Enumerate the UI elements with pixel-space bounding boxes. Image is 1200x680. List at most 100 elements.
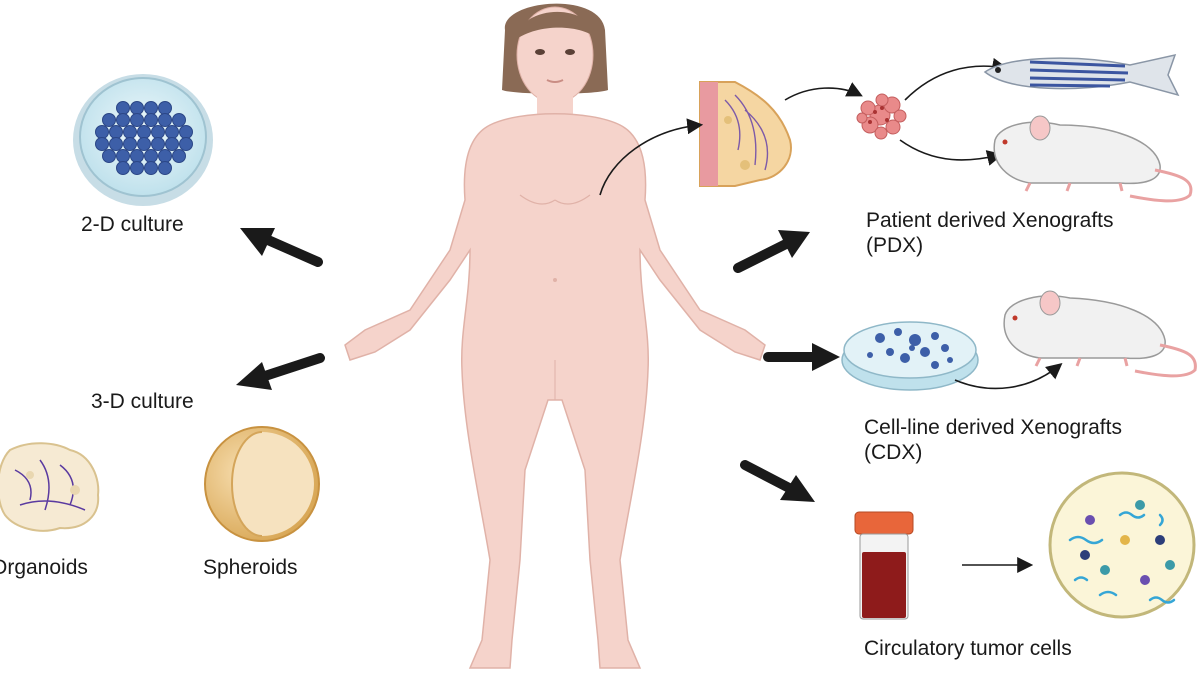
cell [130, 149, 144, 163]
cell [1155, 535, 1165, 545]
cell [1085, 515, 1095, 525]
label-organoids: Organoids [0, 556, 88, 579]
cell [179, 125, 193, 139]
cell [116, 149, 130, 163]
cell [893, 109, 907, 123]
blood-tube-icon [854, 511, 914, 620]
cell [151, 125, 165, 139]
label-spheroids: Spheroids [203, 556, 298, 579]
cell [931, 361, 939, 369]
label-cdx-line1: Cell-line derived Xenografts [864, 416, 1122, 439]
cell [885, 119, 901, 135]
cell [1080, 550, 1090, 560]
cell [172, 149, 186, 163]
cell [1120, 535, 1130, 545]
cell [172, 113, 186, 127]
cell-cluster-2d [95, 101, 193, 175]
cell [886, 348, 894, 356]
ctc-strand [1073, 576, 1089, 582]
arrow-to-3d [236, 353, 325, 390]
cell [880, 106, 884, 110]
cell [144, 113, 158, 127]
cell [137, 125, 151, 139]
cell [909, 334, 921, 346]
cell [920, 347, 930, 357]
cell [116, 161, 130, 175]
cell [947, 357, 953, 363]
ctc-strand [1158, 513, 1164, 527]
cell [95, 137, 109, 151]
cell [941, 344, 949, 352]
cell [856, 112, 868, 124]
cell [1100, 565, 1110, 575]
zebrafish-icon [983, 53, 1180, 97]
arrow-to-pdx [733, 230, 810, 273]
cell [109, 125, 123, 139]
ctc-strand [1068, 535, 1104, 545]
cell [137, 137, 151, 151]
cell [123, 137, 137, 151]
cell [102, 113, 116, 127]
cell [1165, 560, 1175, 570]
cell [873, 110, 877, 114]
cell [144, 161, 158, 175]
arrow-to-ctc [740, 460, 815, 502]
arrow-to-2d [240, 228, 323, 267]
arrow-to-cdx [763, 343, 840, 371]
cell [868, 120, 872, 124]
label-3d-culture: 3-D culture [91, 390, 194, 413]
cell [179, 137, 193, 151]
cell [158, 161, 172, 175]
cell [931, 332, 939, 340]
organoid-icon [0, 442, 100, 532]
label-2d-culture: 2-D culture [81, 213, 184, 236]
label-cdx: Cell-line derived Xenografts (CDX) [864, 415, 1122, 465]
cell [860, 100, 876, 116]
cell [102, 149, 116, 163]
arrow-tissue-to-tumor [784, 82, 863, 101]
human-figure [344, 3, 766, 669]
breast-tissue-icon [699, 81, 792, 187]
cell [95, 125, 109, 139]
mouse-icon [1003, 290, 1197, 378]
label-ctc: Circulatory tumor cells [864, 637, 1072, 660]
cell [158, 149, 172, 163]
cell-dish-icon [841, 321, 979, 391]
cell [158, 113, 172, 127]
cell [123, 125, 137, 139]
label-pdx: Patient derived Xenografts (PDX) [866, 208, 1114, 258]
ctc-strand [1118, 511, 1146, 519]
cell [894, 328, 902, 336]
label-pdx-line1: Patient derived Xenografts [866, 209, 1114, 232]
cell [144, 101, 158, 115]
cell [130, 161, 144, 175]
cell [130, 101, 144, 115]
label-pdx-line2: (PDX) [866, 234, 924, 257]
tumor-icon [856, 93, 907, 140]
cell [1135, 500, 1145, 510]
cell [875, 333, 885, 343]
label-cdx-line2: (CDX) [864, 441, 923, 464]
spheroid-icon [204, 426, 320, 542]
cell [165, 137, 179, 151]
petri-dish-icon [73, 74, 213, 206]
cell [875, 93, 889, 107]
cell [116, 113, 130, 127]
ctc-dish-icon [1048, 471, 1196, 619]
arrow-dish-to-mouse [954, 362, 1063, 390]
cell [158, 101, 172, 115]
arrow-tumor-to-mouse [899, 139, 1004, 166]
cell [885, 118, 889, 122]
cell [116, 101, 130, 115]
mouse-icon [993, 115, 1193, 203]
arrow-body-to-tissue [599, 118, 704, 196]
ctc-strand [1098, 590, 1118, 597]
ctc-strand [1148, 596, 1176, 604]
cell [867, 352, 873, 358]
cell [130, 113, 144, 127]
cell [165, 125, 179, 139]
cell [900, 353, 910, 363]
cell [151, 137, 165, 151]
